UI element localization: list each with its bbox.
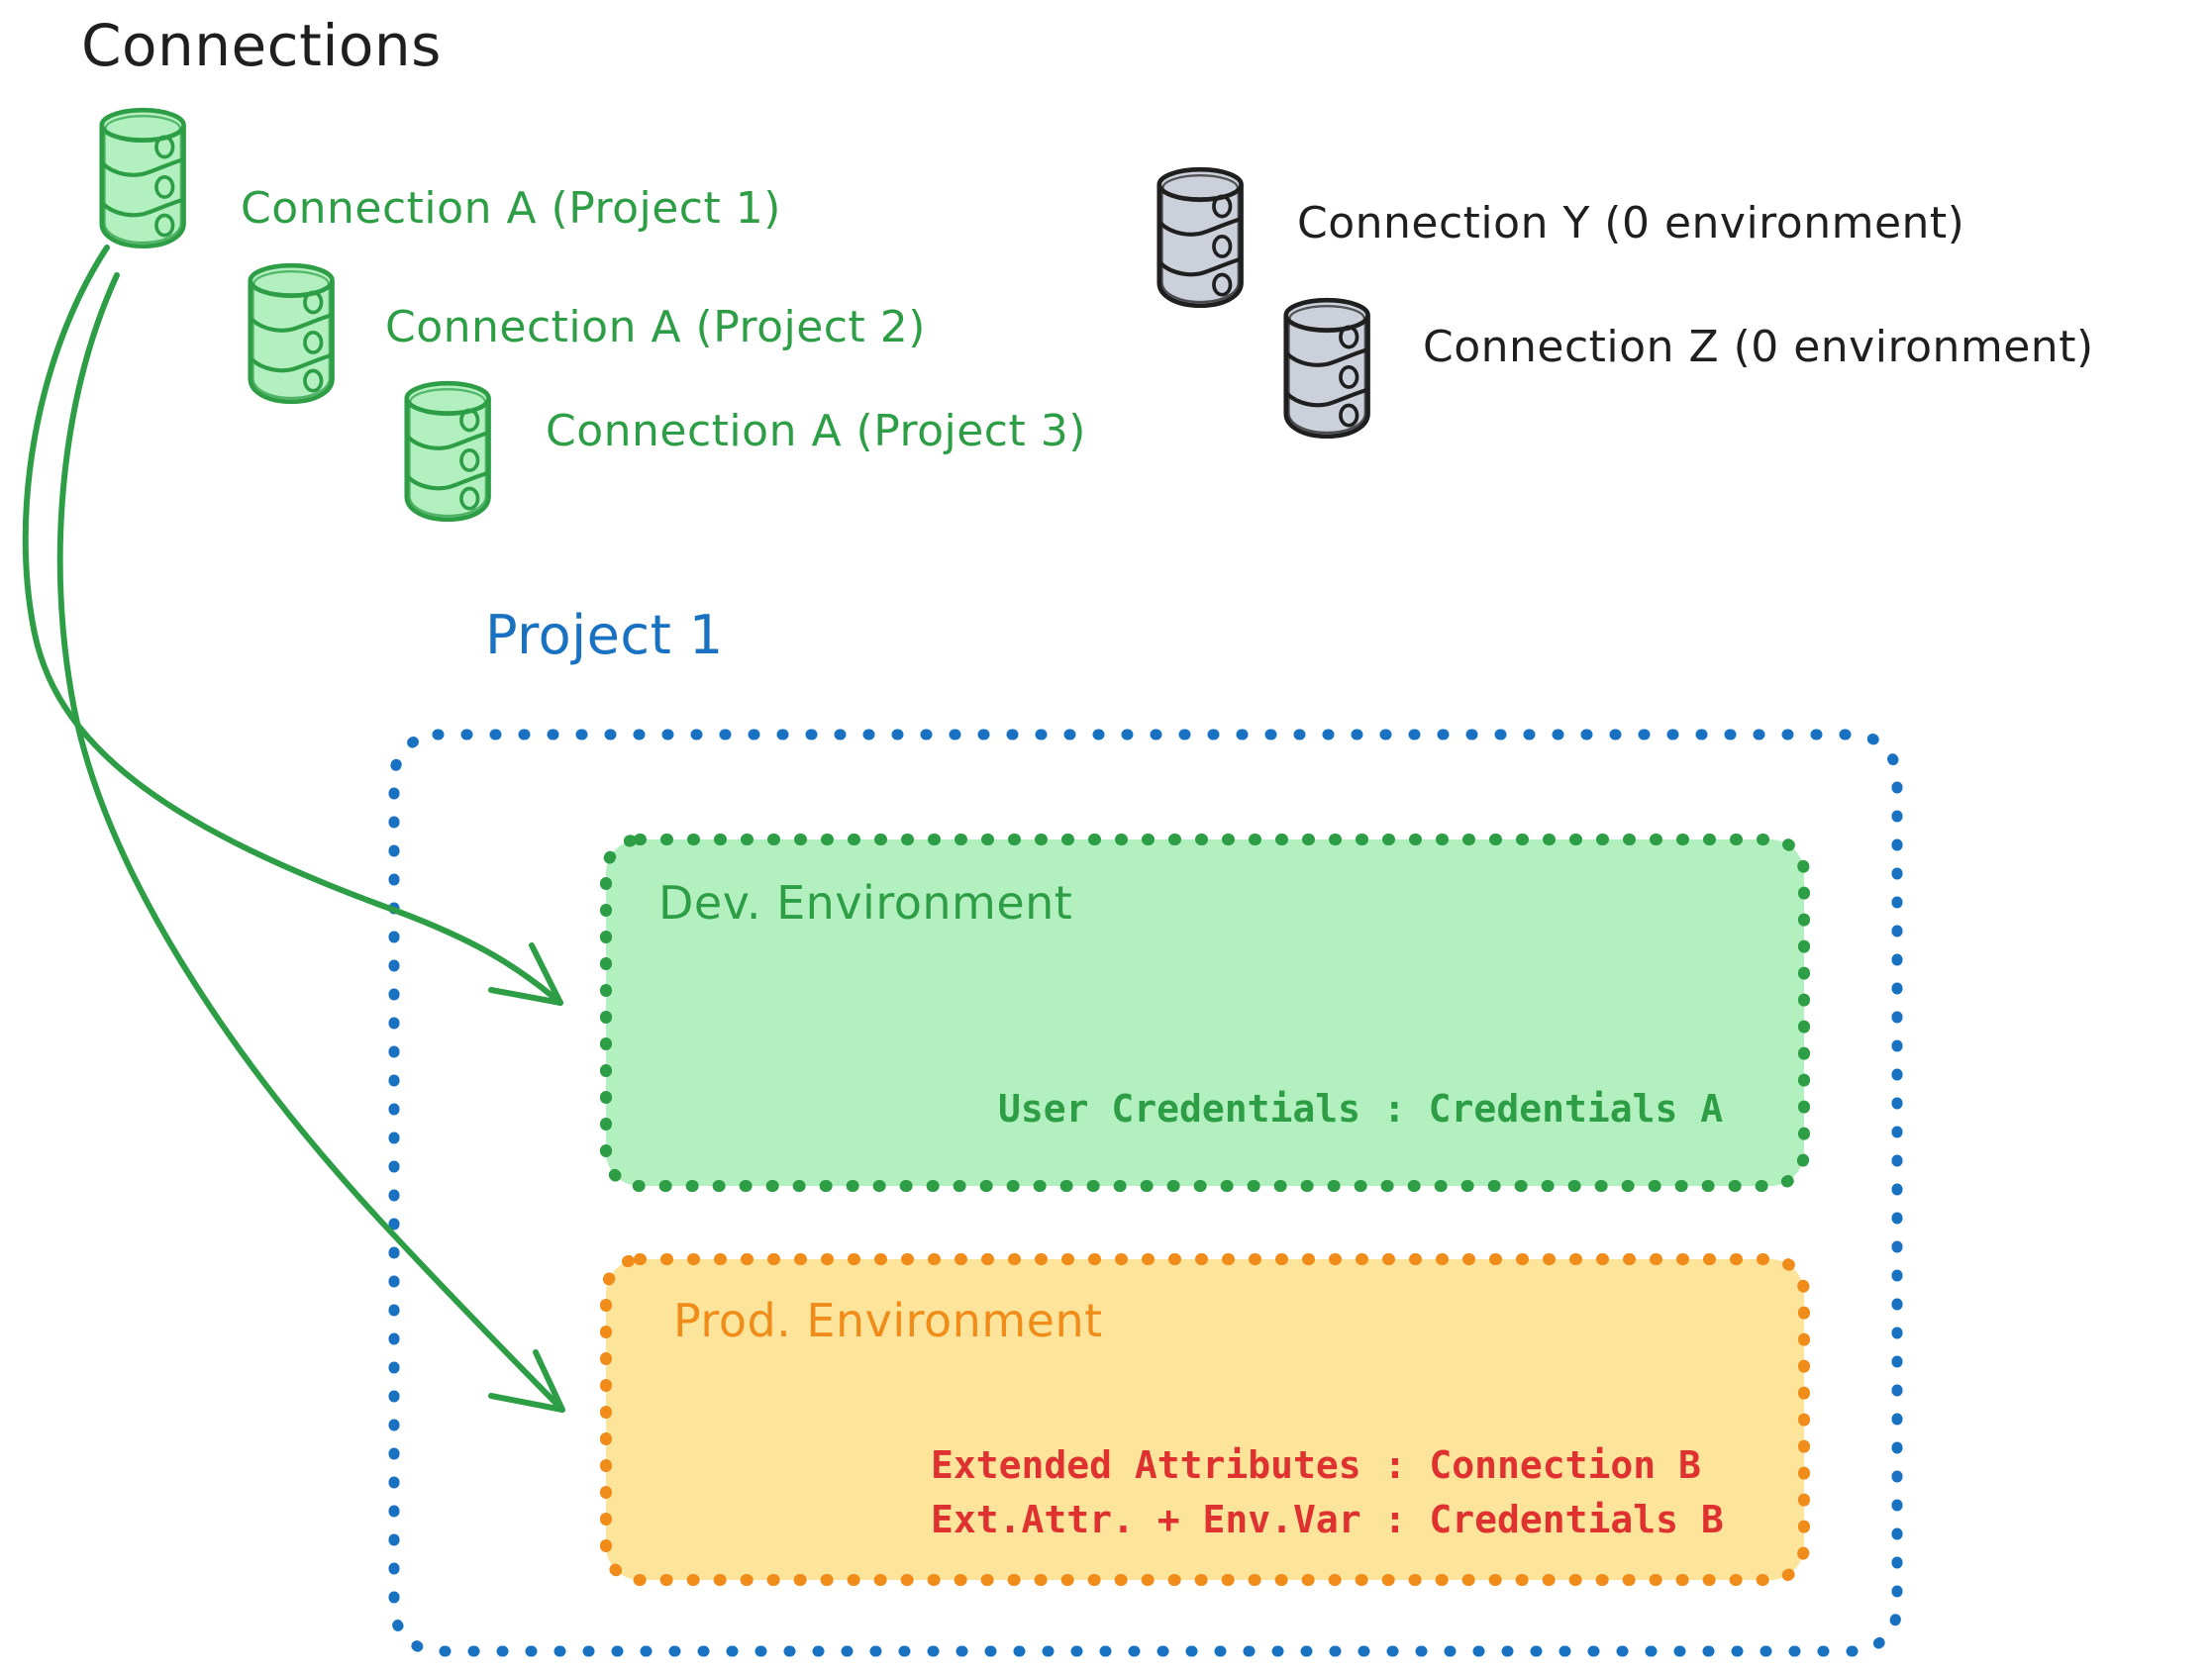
- connection-label-a-project-2: Connection A (Project 2): [385, 302, 926, 352]
- connection-label-y: Connection Y (0 environment): [1297, 198, 1965, 248]
- database-cylinder-icon-connection-a-project-1: [101, 110, 185, 246]
- database-cylinder-icon-connection-z: [1285, 300, 1369, 437]
- prod-environment-title: Prod. Environment: [673, 1294, 1103, 1347]
- page-title: Connections: [81, 12, 442, 79]
- dev-environment-line-1: User Credentials : Credentials A: [998, 1087, 1724, 1131]
- project-title: Project 1: [485, 604, 724, 666]
- arrow-connection-a-to-prod: [56, 272, 565, 1413]
- prod-environment-box: [600, 1253, 1810, 1586]
- prod-environment-line-2: Ext.Attr. + Env.Var : Credentials B: [931, 1498, 1724, 1541]
- database-cylinder-icon-connection-y: [1158, 169, 1243, 306]
- dev-environment-box: [600, 834, 1810, 1192]
- prod-environment-line-1: Extended Attributes : Connection B: [931, 1443, 1701, 1487]
- database-cylinder-icon-connection-a-project-2: [250, 265, 334, 402]
- dev-environment-title: Dev. Environment: [658, 876, 1073, 930]
- project-1-container: [388, 729, 1903, 1657]
- database-cylinder-icon-connection-a-project-3: [406, 383, 490, 520]
- connection-label-a-project-3: Connection A (Project 3): [546, 406, 1086, 456]
- arrow-connection-a-to-dev: [22, 245, 563, 1006]
- connection-label-z: Connection Z (0 environment): [1423, 322, 2094, 372]
- connection-label-a-project-1: Connection A (Project 1): [241, 183, 781, 234]
